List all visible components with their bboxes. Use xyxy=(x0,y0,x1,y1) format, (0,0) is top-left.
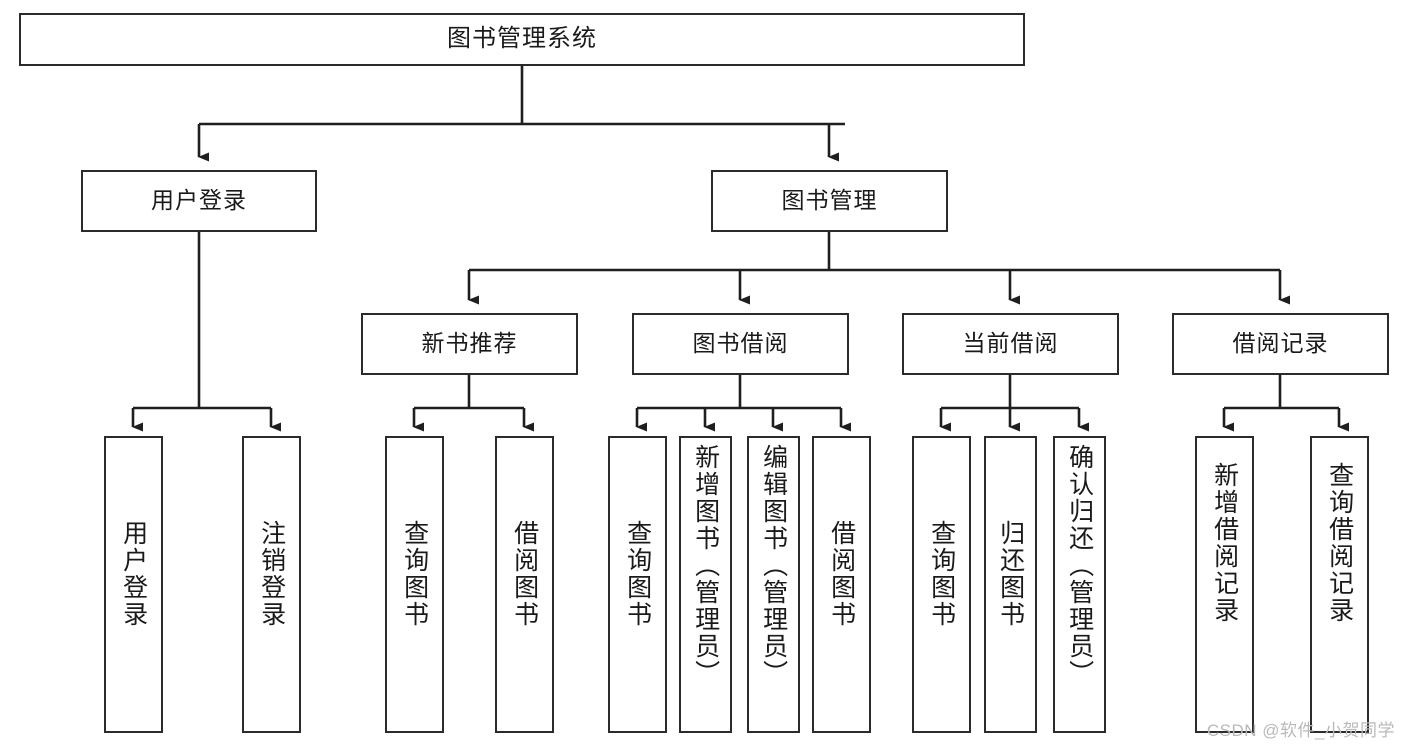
leaf-query-book-2-label: 查询图书 xyxy=(623,520,652,628)
leaf-borrow-book-2-label: 借阅图书 xyxy=(827,520,856,628)
leaf-edit-book-label: 编辑图书（管理员） xyxy=(759,444,788,687)
leaf-query-book-2[interactable]: 查询图书 xyxy=(608,436,667,733)
leaf-add-book-label: 新增图书（管理员） xyxy=(691,444,720,687)
leaf-query-book-1[interactable]: 查询图书 xyxy=(385,436,444,733)
leaf-add-record[interactable]: 新增借阅记录 xyxy=(1195,436,1254,733)
node-new-book-recommend[interactable]: 新书推荐 xyxy=(361,313,578,375)
leaf-confirm-return-label: 确认归还（管理员） xyxy=(1065,444,1094,687)
leaf-edit-book[interactable]: 编辑图书（管理员） xyxy=(747,436,800,733)
leaf-query-record-label: 查询借阅记录 xyxy=(1325,462,1354,624)
leaf-query-record[interactable]: 查询借阅记录 xyxy=(1310,436,1369,733)
node-book-management-label: 图书管理 xyxy=(781,187,878,214)
node-book-borrow[interactable]: 图书借阅 xyxy=(632,313,849,375)
leaf-query-book-3-label: 查询图书 xyxy=(927,520,956,628)
node-book-management[interactable]: 图书管理 xyxy=(711,170,948,232)
node-book-borrow-label: 图书借阅 xyxy=(692,330,789,357)
node-current-borrow-label: 当前借阅 xyxy=(962,330,1059,357)
leaf-logout[interactable]: 注销登录 xyxy=(242,436,301,733)
node-borrow-record[interactable]: 借阅记录 xyxy=(1172,313,1389,375)
node-user-login-label: 用户登录 xyxy=(151,187,247,214)
node-current-borrow[interactable]: 当前借阅 xyxy=(902,313,1119,375)
node-root[interactable]: 图书管理系统 xyxy=(19,13,1025,66)
leaf-borrow-book-1-label: 借阅图书 xyxy=(510,520,539,628)
leaf-user-login[interactable]: 用户登录 xyxy=(104,436,163,733)
leaf-return-book[interactable]: 归还图书 xyxy=(984,436,1037,733)
leaf-return-book-label: 归还图书 xyxy=(996,520,1025,628)
leaf-query-book-1-label: 查询图书 xyxy=(400,520,429,628)
leaf-user-login-label: 用户登录 xyxy=(119,520,148,628)
leaf-logout-label: 注销登录 xyxy=(257,520,286,628)
leaf-borrow-book-1[interactable]: 借阅图书 xyxy=(495,436,554,733)
leaf-query-book-3[interactable]: 查询图书 xyxy=(912,436,971,733)
node-borrow-record-label: 借阅记录 xyxy=(1232,330,1329,357)
leaf-borrow-book-2[interactable]: 借阅图书 xyxy=(812,436,871,733)
node-new-book-recommend-label: 新书推荐 xyxy=(421,330,518,357)
watermark: CSDN @软件_小贺同学 xyxy=(1206,721,1395,740)
leaf-add-book[interactable]: 新增图书（管理员） xyxy=(679,436,732,733)
leaf-confirm-return[interactable]: 确认归还（管理员） xyxy=(1053,436,1106,733)
node-root-label: 图书管理系统 xyxy=(447,25,597,53)
leaf-add-record-label: 新增借阅记录 xyxy=(1210,462,1239,624)
node-user-login[interactable]: 用户登录 xyxy=(81,170,317,232)
